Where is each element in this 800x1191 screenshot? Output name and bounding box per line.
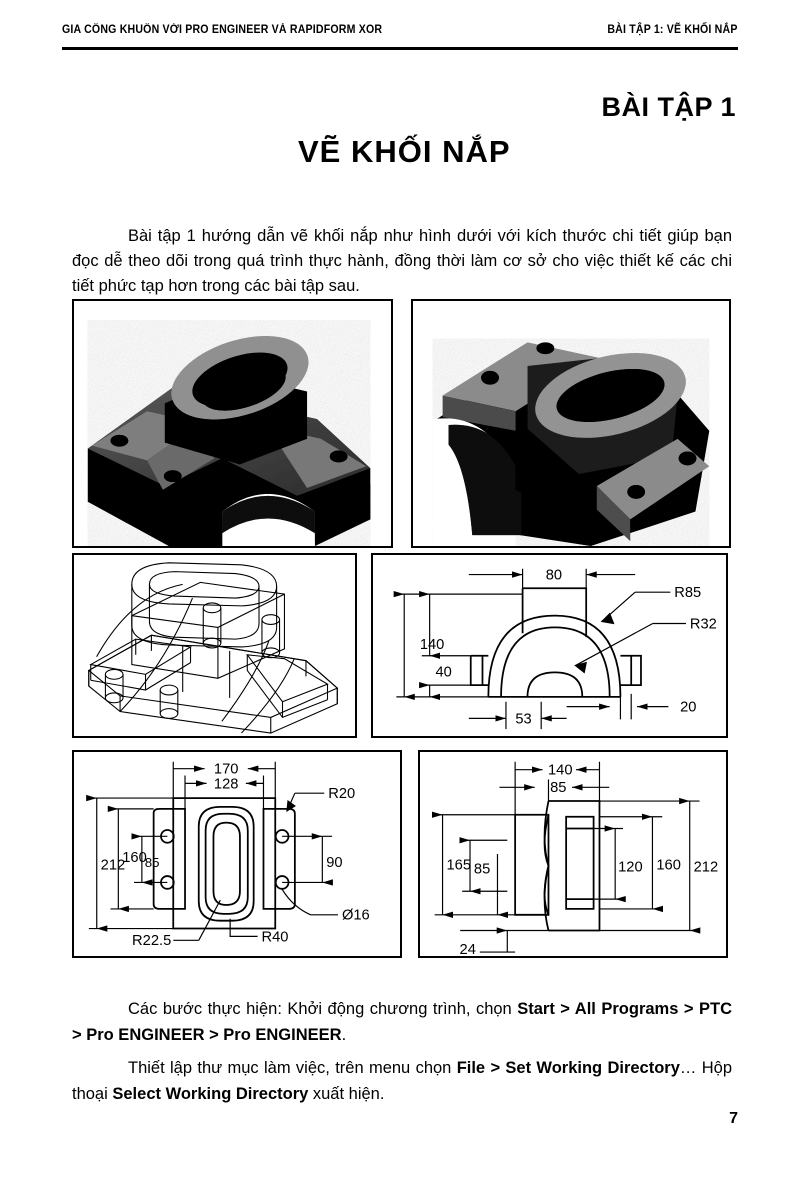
- dim-side-85-left: 85: [474, 862, 490, 878]
- dim-24: 24: [460, 942, 476, 956]
- setup-suffix: xuất hiện.: [308, 1084, 385, 1103]
- page-number: 7: [729, 1110, 738, 1127]
- dim-40: 40: [436, 664, 452, 680]
- setup-paragraph: Thiết lập thư mục làm việc, trên menu ch…: [72, 1055, 732, 1107]
- figure-photo-rear-right: [411, 299, 731, 548]
- dim-165: 165: [446, 858, 471, 874]
- figure-top-view: 170 128 212 160: [72, 750, 402, 958]
- setup-prefix: Thiết lập thư mục làm việc, trên menu ch…: [128, 1058, 457, 1077]
- dim-90: 90: [326, 855, 342, 871]
- figure-wireframe-isometric: [72, 553, 357, 738]
- photo-render-2: [413, 301, 729, 546]
- dim-side-85-top: 85: [550, 780, 566, 796]
- dim-R40: R40: [262, 929, 289, 945]
- photo-render-1: [74, 301, 391, 546]
- dim-85: 85: [145, 855, 160, 870]
- setup-menu-path: File > Set Working Directory: [456, 1058, 680, 1077]
- dim-120: 120: [618, 860, 643, 876]
- page-title: VẼ KHỐI NẮP: [298, 134, 511, 169]
- dim-side-140: 140: [548, 763, 573, 779]
- setup-dialog-name: Select Working Directory: [112, 1084, 309, 1103]
- figure-front-view: 80 140 40 53: [371, 553, 728, 738]
- dim-160: 160: [122, 850, 147, 866]
- dim-R20: R20: [328, 786, 355, 802]
- setup-mid: … Hộp thoại: [72, 1058, 733, 1103]
- figure-photo-front-left: [72, 299, 393, 548]
- dim-170: 170: [214, 762, 239, 778]
- dim-128: 128: [214, 776, 239, 792]
- dim-160-side: 160: [656, 858, 681, 874]
- steps-paragraph: Các bước thực hiện: Khởi động chương trì…: [72, 996, 732, 1048]
- dim-R85: R85: [674, 585, 701, 601]
- wireframe-drawing: [87, 562, 339, 734]
- header-chapter-title: BÀI TẬP 1: VẼ KHỐI NẮP: [607, 24, 738, 36]
- dim-80: 80: [546, 567, 562, 583]
- steps-prefix: Các bước thực hiện: Khởi động chương trì…: [128, 999, 518, 1018]
- intro-paragraph: Bài tập 1 hướng dẫn vẽ khối nắp như hình…: [72, 226, 732, 295]
- exercise-number-title: BÀI TẬP 1: [601, 92, 736, 122]
- steps-suffix: .: [341, 1025, 347, 1044]
- header-rule: [62, 47, 738, 50]
- dim-R32: R32: [690, 616, 717, 632]
- dim-R22-5: R22.5: [132, 933, 171, 949]
- top-view-drawing: 170 128 212 160: [86, 762, 370, 949]
- running-header: GIA CÔNG KHUÔN VỚI PRO ENGINEER VÀ RAPID…: [62, 24, 738, 46]
- header-book-title: GIA CÔNG KHUÔN VỚI PRO ENGINEER VÀ RAPID…: [62, 24, 383, 36]
- dim-D16: Ø16: [342, 908, 370, 924]
- figure-side-view: 140 85 165 85: [418, 750, 728, 958]
- dim-20: 20: [680, 700, 696, 716]
- dim-53: 53: [515, 711, 531, 727]
- steps-menu-path: Start > All Programs > PTC > Pro ENGINEE…: [72, 999, 732, 1044]
- front-view-drawing: 80 140 40 53: [393, 567, 717, 730]
- side-view-drawing: 140 85 165 85: [431, 761, 719, 956]
- dim-212-side: 212: [694, 860, 719, 876]
- dim-140: 140: [420, 637, 444, 653]
